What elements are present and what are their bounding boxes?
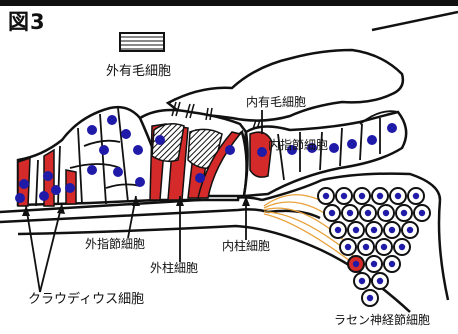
hatched-rectangle-icon <box>120 33 164 51</box>
scala-outline <box>372 12 458 30</box>
ganglion-cell-nucleus <box>413 193 419 199</box>
cell-nucleus <box>39 191 49 201</box>
cell-nucleus <box>121 129 131 139</box>
cell-nucleus <box>43 171 53 181</box>
cell-nucleus <box>15 193 25 203</box>
ganglion-cell-nucleus <box>353 261 359 267</box>
ganglion-cell-nucleus <box>395 193 401 199</box>
ganglion-cell-nucleus <box>407 227 413 233</box>
ganglion-cell-nucleus <box>335 227 341 233</box>
cell-nucleus <box>257 147 267 157</box>
spiral-ganglion <box>318 188 430 306</box>
ganglion-cell-nucleus <box>359 193 365 199</box>
ganglion-cell-nucleus <box>341 193 347 199</box>
cell-nucleus <box>87 125 97 135</box>
cell-nucleus <box>329 143 339 153</box>
ganglion-cell-nucleus <box>363 244 369 250</box>
label-inner-pillar-cell: 内柱細胞 <box>222 240 270 252</box>
cell-nucleus <box>347 139 357 149</box>
leader-claudius-2 <box>40 204 62 292</box>
cell-nucleus <box>387 123 397 133</box>
supporting-cell-mass <box>18 107 160 205</box>
cell-nucleus <box>51 185 61 195</box>
ganglion-cell-nucleus <box>371 261 377 267</box>
ganglion-cell-nucleus <box>371 227 377 233</box>
cell-nucleus <box>155 135 165 145</box>
ganglion-cell-nucleus <box>381 244 387 250</box>
ganglion-cell-nucleus <box>399 244 405 250</box>
label-outer-pillar-cell: 外柱細胞 <box>150 262 198 274</box>
cell-nucleus <box>107 115 117 125</box>
cell-nucleus <box>87 165 97 175</box>
cell-nucleus <box>225 145 235 155</box>
cell-nucleus <box>133 145 143 155</box>
ganglion-cell-nucleus <box>323 193 329 199</box>
ganglion-cell-nucleus <box>383 210 389 216</box>
cell-nucleus <box>99 145 109 155</box>
top-border <box>0 0 458 6</box>
ganglion-cell-nucleus <box>401 210 407 216</box>
label-outer-phalangeal-cell: 外指節細胞 <box>85 238 145 250</box>
cell-nucleus <box>113 167 123 177</box>
label-inner-phalangeal-cell: 内指節細胞 <box>268 139 328 151</box>
label-spiral-ganglion-cell: ラセン神経節細胞 <box>334 314 430 326</box>
ganglion-cell-nucleus <box>419 210 425 216</box>
ganglion-cell-nucleus <box>365 210 371 216</box>
ganglion-cell-nucleus <box>389 261 395 267</box>
tectorial-membrane <box>168 50 403 121</box>
ganglion-cell-nucleus <box>367 295 373 301</box>
ganglion-cell-nucleus <box>329 210 335 216</box>
figure-title: 図3 <box>8 12 46 33</box>
cell-nucleus <box>19 179 29 189</box>
scala-outline-lower <box>439 200 448 300</box>
cell-nucleus <box>195 173 205 183</box>
cell-nucleus <box>135 177 145 187</box>
label-claudius-cell: クラウディウス細胞 <box>28 293 144 306</box>
ganglion-cell-nucleus <box>353 227 359 233</box>
ganglion-cell-nucleus <box>359 278 365 284</box>
ganglion-cell-nucleus <box>377 278 383 284</box>
ganglion-cell-nucleus <box>377 193 383 199</box>
ganglion-cell-nucleus <box>347 210 353 216</box>
ganglion-cell-nucleus <box>389 227 395 233</box>
ganglion-cell-nucleus <box>345 244 351 250</box>
label-outer-hair-cell: 外有毛細胞 <box>106 65 171 78</box>
cell-nucleus <box>65 183 75 193</box>
cell-nucleus <box>367 135 377 145</box>
label-inner-hair-cell: 内有毛細胞 <box>246 96 306 108</box>
